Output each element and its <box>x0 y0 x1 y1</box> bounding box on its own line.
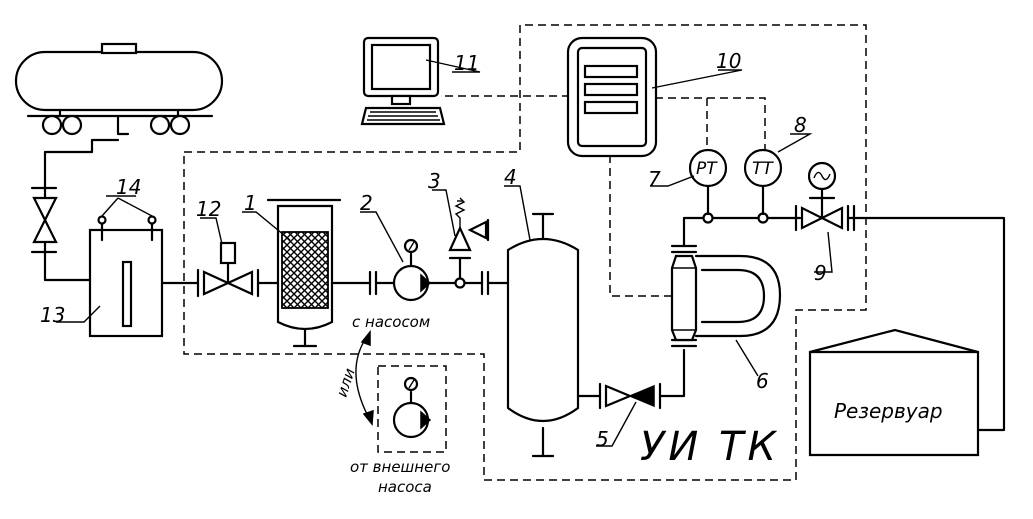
signal-controller-flowmeter <box>609 155 672 297</box>
note-external-1: от внешнего <box>350 458 450 476</box>
boundary-pump-module <box>183 24 867 481</box>
signal-controller-gauges <box>655 97 766 150</box>
label-pump: 2 <box>360 191 373 215</box>
separator-4 <box>506 212 580 458</box>
leader-lines <box>56 59 833 447</box>
flowmeter-body <box>670 254 698 342</box>
valve-12 <box>196 241 260 298</box>
label-vessel: 13 <box>40 303 65 327</box>
controller-10 <box>566 36 658 158</box>
label-safety-valve: 3 <box>428 169 441 193</box>
label-filter: 1 <box>244 191 257 215</box>
computer-11 <box>360 36 446 126</box>
reservoir-label: Резервуар <box>834 399 943 423</box>
label-flowmeter: 6 <box>756 369 769 393</box>
vessel-gauge-glass <box>121 260 133 328</box>
label-computer: 11 <box>454 51 479 75</box>
check-valve-5 <box>598 382 662 410</box>
flowmeter-6 <box>670 216 782 348</box>
alternative-arrow <box>355 329 374 426</box>
note-with-pump: с насосом <box>352 313 430 331</box>
tank-car-wheel <box>41 114 63 136</box>
tank-car-body <box>14 50 224 112</box>
label-sensors-14: 14 <box>116 175 141 199</box>
pt-gauge-text: PT <box>696 159 718 179</box>
reservoir <box>808 328 980 457</box>
tank-car-wheel <box>169 114 191 136</box>
tank-car-wheel <box>61 114 83 136</box>
pump-2 <box>392 238 432 302</box>
filter-1 <box>266 198 342 348</box>
tank-car-dome <box>100 42 138 55</box>
note-or: или <box>333 366 359 399</box>
label-valve-12: 12 <box>196 197 221 221</box>
valve-actuator <box>219 241 237 265</box>
valve-inlet-vertical <box>30 176 92 282</box>
boundary-external-pump <box>377 365 447 453</box>
tt-gauge-text: TT <box>752 159 774 179</box>
label-separator: 4 <box>504 165 517 189</box>
note-external-2: насоса <box>378 478 432 496</box>
separator-body <box>506 238 580 423</box>
temperature-transmitter-8 <box>743 148 783 224</box>
label-temperature: 8 <box>794 113 807 137</box>
label-controller: 10 <box>716 49 741 73</box>
pressure-transmitter-7 <box>688 148 728 224</box>
tank-car <box>14 42 224 180</box>
tank-car-wheel <box>149 114 171 136</box>
label-control-valve: 9 <box>814 261 827 285</box>
system-title: УИ ТК <box>640 424 780 470</box>
label-pressure: 7 <box>648 167 661 191</box>
external-pump <box>392 376 432 439</box>
vessel-13 <box>88 197 164 338</box>
control-valve-9 <box>794 161 850 232</box>
label-check-valve: 5 <box>596 427 609 451</box>
filter-mesh <box>281 231 329 309</box>
